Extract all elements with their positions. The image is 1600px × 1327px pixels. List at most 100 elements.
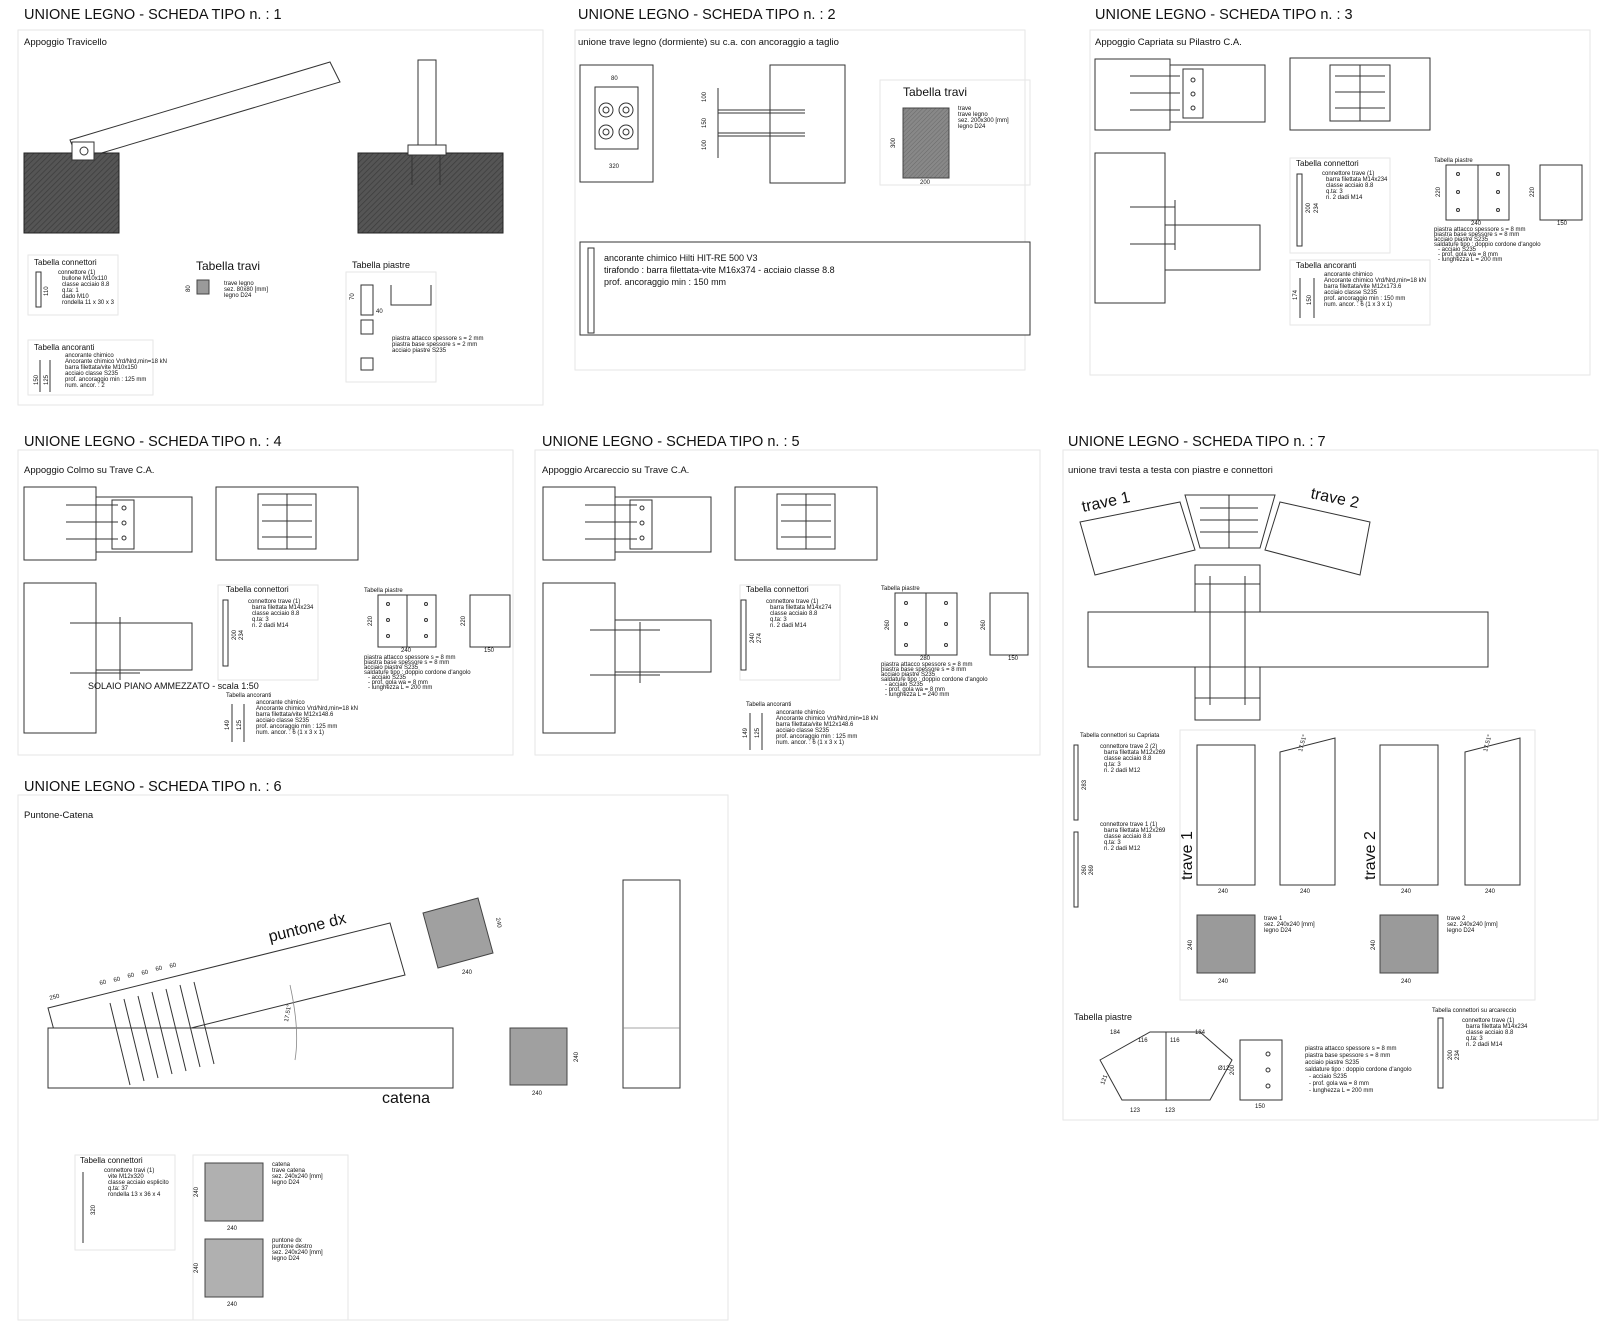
svg-text:rondella 11 x 30 x 3: rondella 11 x 30 x 3: [62, 300, 115, 306]
sheet-title: UNIONE LEGNO - SCHEDA TIPO n. : 5: [542, 434, 800, 450]
joint-plate: [1184, 494, 1276, 549]
catena-label: catena: [382, 1090, 430, 1107]
svg-text:legno D24: legno D24: [272, 1256, 300, 1262]
rafter-section: [417, 59, 437, 153]
svg-text:150: 150: [1557, 221, 1568, 227]
sheet-title: UNIONE LEGNO - SCHEDA TIPO n. : 1: [24, 7, 282, 23]
table-title: Tabella connettori: [226, 585, 289, 594]
svg-text:barra filettata/vite M10x150: barra filettata/vite M10x150: [65, 365, 138, 371]
beam-1: [1079, 501, 1196, 576]
sheet-subtitle: unione trave legno (dormiente) su c.a. c…: [578, 37, 839, 48]
table-title: Tabella piastre: [352, 260, 410, 270]
svg-text:q.ta: 3: q.ta: 3: [1326, 189, 1343, 195]
svg-text:123: 123: [1130, 1108, 1141, 1114]
table-ancoranti: Tabella ancoranti 150 125 ancorante chim…: [27, 339, 167, 396]
svg-text:barra filettata M14x274: barra filettata M14x274: [770, 605, 832, 611]
svg-text:trave legno: trave legno: [224, 281, 254, 287]
table-title: Tabella travi: [196, 259, 260, 273]
sheet-3: UNIONE LEGNO - SCHEDA TIPO n. : 3 Appogg…: [1089, 7, 1591, 376]
svg-text:q.ta: 3: q.ta: 3: [1104, 840, 1121, 846]
table-ancoranti: Tabella ancoranti 149 125 ancorante chim…: [225, 693, 358, 742]
svg-text:legno D24: legno D24: [958, 124, 986, 130]
svg-text:n. 2 dadi M12: n. 2 dadi M12: [1104, 846, 1141, 852]
svg-text:Ancorante chimico Vrd/Nrd,min=: Ancorante chimico Vrd/Nrd,min=18 kN: [776, 716, 878, 722]
svg-text:60: 60: [113, 976, 122, 984]
svg-text:40: 40: [376, 309, 383, 315]
joint-section-right: [357, 59, 504, 234]
svg-text:200: 200: [920, 180, 931, 186]
svg-text:Ancorante chimico Vrd/Nrd,min=: Ancorante chimico Vrd/Nrd,min=18 kN: [256, 706, 358, 712]
svg-text:220: 220: [461, 615, 467, 626]
svg-text:n. 2 dadi M14: n. 2 dadi M14: [252, 623, 289, 629]
svg-text:- lunghezza L = 240 mm: - lunghezza L = 240 mm: [885, 692, 949, 698]
svg-text:70: 70: [350, 293, 356, 300]
svg-text:q.ta: 1: q.ta: 1: [62, 288, 79, 294]
svg-text:piastra attacco spessore s = 8: piastra attacco spessore s = 8 mm: [1434, 227, 1526, 233]
svg-text:260: 260: [885, 619, 891, 630]
svg-text:piastra base spessore s = 8 mm: piastra base spessore s = 8 mm: [881, 667, 966, 673]
svg-text:240: 240: [227, 1302, 238, 1308]
svg-text:ancorante chimico: ancorante chimico: [65, 353, 114, 359]
sheet-7: UNIONE LEGNO - SCHEDA TIPO n. : 7 unione…: [1062, 434, 1599, 1121]
svg-text:prof. ancoraggio min : 125 mm: prof. ancoraggio min : 125 mm: [256, 724, 337, 730]
svg-text:acciaio piastre S235: acciaio piastre S235: [1434, 237, 1489, 243]
sheet-frame: [17, 794, 729, 1321]
svg-text:240: 240: [1471, 221, 1482, 227]
concrete-support: [357, 152, 504, 234]
anchor-plate-plan: 80 320: [579, 64, 654, 183]
svg-text:269: 269: [1089, 864, 1095, 875]
rafter-beam: [69, 61, 341, 161]
svg-text:trave 1: trave 1: [1179, 831, 1196, 880]
svg-text:piastra base spessore s = 8 mm: piastra base spessore s = 8 mm: [1434, 232, 1519, 238]
table-travi: Tabella travi 300 200 trave trave legno …: [879, 79, 1031, 186]
section-view: [23, 582, 193, 734]
svg-text:saldature tipo : doppio cordon: saldature tipo : doppio cordone d'angolo: [364, 670, 471, 676]
svg-text:240: 240: [401, 648, 412, 654]
concrete-support: [23, 152, 120, 234]
svg-text:tirafondo : barra filettata-vi: tirafondo : barra filettata-vite M16x374…: [604, 265, 835, 275]
svg-text:250: 250: [49, 994, 61, 1002]
table-connettori: Tabella connettori 110 connettore (1) bu…: [27, 254, 119, 316]
svg-text:classe acciaio 8.8: classe acciaio 8.8: [770, 611, 818, 617]
table-title: Tabella connettori: [34, 258, 97, 267]
svg-text:prof. ancoraggio min : 125 mm: prof. ancoraggio min : 125 mm: [776, 734, 857, 740]
svg-text:piastra attacco spessore s = 8: piastra attacco spessore s = 8 mm: [364, 655, 456, 661]
svg-text:q.ta: 3: q.ta: 3: [1466, 1036, 1483, 1042]
svg-text:barra filettata M12x269: barra filettata M12x269: [1104, 828, 1166, 834]
elevation-view: [542, 486, 712, 561]
svg-text:- lunghezza L = 200 mm: - lunghezza L = 200 mm: [1309, 1088, 1373, 1094]
svg-text:q.ta: 3: q.ta: 3: [1104, 762, 1121, 768]
svg-text:connettore (1): connettore (1): [58, 270, 95, 276]
svg-text:234: 234: [1314, 202, 1320, 213]
svg-text:121: 121: [1100, 1074, 1109, 1086]
svg-text:80: 80: [611, 76, 618, 82]
svg-text:barra filettata M12x269: barra filettata M12x269: [1104, 750, 1166, 756]
svg-text:100: 100: [702, 139, 708, 150]
svg-text:vite M12x320: vite M12x320: [108, 1174, 144, 1180]
svg-text:classe acciaio 8.8: classe acciaio 8.8: [252, 611, 300, 617]
table-piastre: Tabella piastre 70 40 piastra attacco sp…: [345, 260, 484, 383]
svg-text:80: 80: [186, 285, 192, 292]
table-title: Tabella ancoranti: [1296, 261, 1357, 270]
svg-text:240: 240: [194, 1262, 200, 1273]
svg-text:- lunghezza L = 200 mm: - lunghezza L = 200 mm: [1438, 257, 1502, 263]
svg-text:n. 2 dadi M14: n. 2 dadi M14: [1466, 1042, 1503, 1048]
svg-text:piastra base spessore s = 8 mm: piastra base spessore s = 8 mm: [1305, 1053, 1390, 1059]
svg-text:n. 2 dadi M14: n. 2 dadi M14: [1326, 195, 1363, 201]
svg-text:60: 60: [155, 965, 164, 973]
table-piastre: Tabella piastre 260 280 260 150 piastra …: [881, 586, 1029, 698]
sheet-1: UNIONE LEGNO - SCHEDA TIPO n. : 1 Appogg…: [17, 7, 544, 406]
svg-text:trave 2: trave 2: [1447, 916, 1466, 922]
svg-text:connettore trave (1): connettore trave (1): [1462, 1018, 1514, 1024]
svg-text:piastra attacco spessore s = 8: piastra attacco spessore s = 8 mm: [1305, 1046, 1397, 1052]
sheet-title: UNIONE LEGNO - SCHEDA TIPO n. : 7: [1068, 434, 1326, 450]
svg-text:trave 2: trave 2: [1362, 831, 1379, 880]
svg-text:200: 200: [232, 629, 238, 640]
svg-text:connettore trave 1 (1): connettore trave 1 (1): [1100, 822, 1157, 828]
svg-text:123: 123: [1165, 1108, 1176, 1114]
svg-text:connettore travi (1): connettore travi (1): [104, 1168, 154, 1174]
svg-text:200: 200: [1448, 1049, 1454, 1060]
svg-text:240: 240: [1371, 939, 1377, 950]
svg-text:piastra base spessore s = 8 mm: piastra base spessore s = 8 mm: [364, 660, 449, 666]
